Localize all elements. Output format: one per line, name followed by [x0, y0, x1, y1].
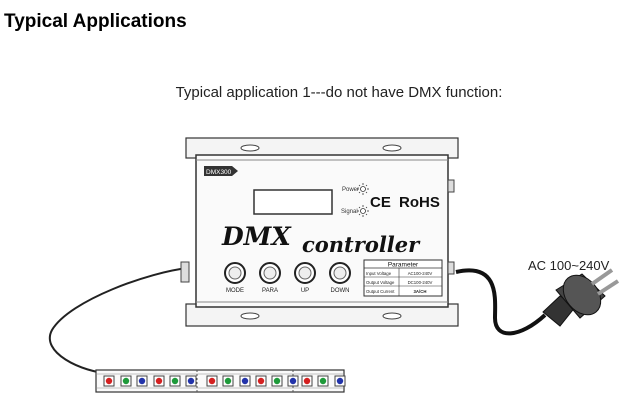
button-label-up: UP: [301, 288, 309, 294]
led-chip-light: [319, 377, 327, 385]
led-chip-light: [208, 377, 216, 385]
param-output-current-value: 3A/CH: [414, 289, 427, 294]
led-chip-light: [155, 377, 163, 385]
power-plug: [542, 268, 620, 327]
led-chip-light: [241, 377, 249, 385]
control-button-up[interactable]: [294, 262, 316, 284]
param-input-voltage-value: AC100-240V: [408, 271, 433, 276]
mount-hole: [240, 144, 260, 152]
parameter-table-header: Parameter: [388, 262, 419, 269]
parameter-table: [363, 259, 443, 297]
led-strip: [95, 369, 346, 393]
led-chip-light: [336, 377, 344, 385]
output-cable-connector: [180, 261, 190, 283]
signal-indicator-label: Signal: [341, 209, 358, 215]
param-output-voltage-label: Output Voltage: [366, 280, 395, 285]
controller-title-dmx: DMX: [221, 222, 292, 251]
led-chip-light: [289, 377, 297, 385]
button-label-mode: MODE: [226, 288, 244, 294]
param-output-voltage-value: DC100-240V: [408, 280, 433, 285]
ce-mark: CE: [370, 194, 391, 211]
led-chip-light: [171, 377, 179, 385]
signal-led-icon: [357, 205, 369, 217]
led-chip-light: [224, 377, 232, 385]
power-cable: [455, 268, 547, 336]
lcd-display: [253, 189, 333, 215]
page-heading: Typical Applications: [4, 11, 187, 32]
control-button-para[interactable]: [259, 262, 281, 284]
param-output-current-label: Output Current: [366, 289, 395, 294]
power-led-icon: [357, 183, 369, 195]
led-chip-light: [138, 377, 146, 385]
led-chip-light: [187, 377, 195, 385]
model-tag: [204, 166, 238, 176]
control-button-mode[interactable]: [224, 262, 246, 284]
led-chip-light: [105, 377, 113, 385]
led-chip-light: [257, 377, 265, 385]
button-label-down: DOWN: [331, 288, 350, 294]
param-input-voltage-label: Input Voltage: [366, 271, 392, 276]
power-indicator-label: Power: [342, 187, 359, 193]
model-tag-text: DMX300: [206, 169, 232, 176]
mount-hole: [240, 312, 260, 320]
controller-title-controller: controller: [302, 232, 421, 257]
control-button-down[interactable]: [329, 262, 351, 284]
output-cable: [48, 267, 189, 375]
led-chip-light: [122, 377, 130, 385]
led-chip-light: [273, 377, 281, 385]
diagram-subtitle: Typical application 1---do not have DMX …: [175, 84, 503, 101]
mount-hole: [382, 312, 402, 320]
ac-voltage-label: AC 100~240V: [528, 258, 610, 273]
led-chip-light: [303, 377, 311, 385]
button-label-para: PARA: [262, 288, 278, 294]
mount-hole: [382, 144, 402, 152]
rohs-mark: RoHS: [399, 194, 440, 211]
